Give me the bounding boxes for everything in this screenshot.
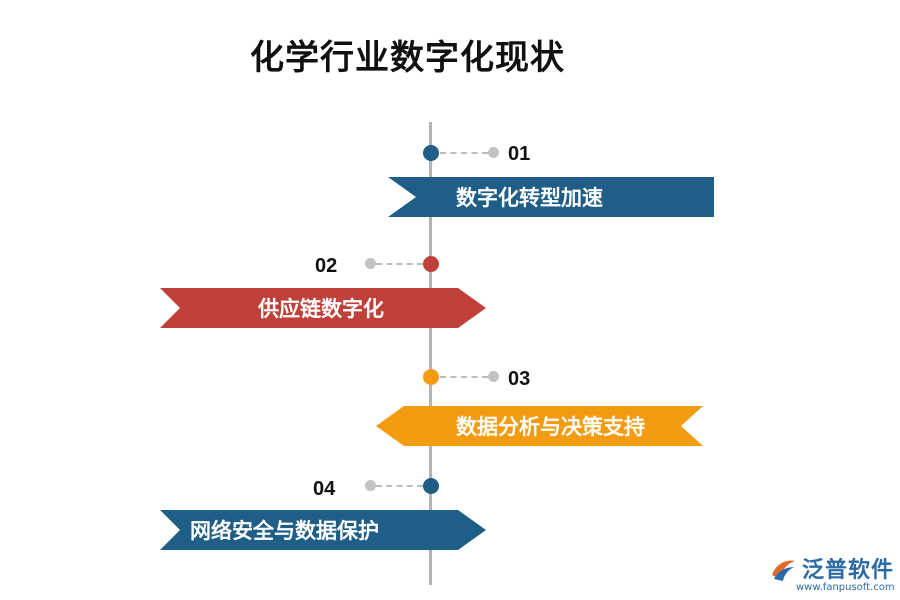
item-banner-4: 网络安全与数据保护 — [160, 510, 486, 550]
item-label-1: 数字化转型加速 — [456, 186, 603, 210]
item-number-1: 01 — [508, 143, 531, 165]
timeline-node-4 — [423, 478, 439, 494]
item-banner-3: 数据分析与决策支持 — [376, 406, 703, 446]
timeline-axis — [429, 122, 432, 585]
timeline-node-3 — [423, 369, 439, 385]
connector-line-2 — [376, 263, 423, 265]
timeline-node-1 — [423, 145, 439, 161]
connector-end-3 — [488, 371, 499, 382]
item-banner-2: 供应链数字化 — [160, 288, 486, 328]
connector-end-2 — [365, 258, 376, 269]
brand-logo: 泛普软件 — [768, 552, 894, 584]
fanpu-logo-icon — [772, 560, 795, 581]
connector-end-4 — [365, 480, 376, 491]
item-number-3: 03 — [508, 368, 531, 390]
item-label-4: 网络安全与数据保护 — [190, 519, 379, 543]
item-label-3: 数据分析与决策支持 — [456, 415, 645, 439]
diagram-title: 化学行业数字化现状 — [250, 38, 565, 78]
logo-url: www.fanpusoft.com — [796, 582, 895, 593]
connector-line-4 — [376, 485, 423, 487]
item-label-2: 供应链数字化 — [258, 297, 384, 321]
logo-name: 泛普软件 — [802, 558, 895, 583]
connector-line-3 — [440, 376, 488, 378]
timeline-node-2 — [423, 256, 439, 272]
connector-line-1 — [440, 152, 488, 154]
item-number-2: 02 — [315, 255, 338, 277]
item-banner-1: 数字化转型加速 — [388, 177, 714, 217]
connector-end-1 — [488, 147, 499, 158]
item-number-4: 04 — [313, 478, 336, 500]
